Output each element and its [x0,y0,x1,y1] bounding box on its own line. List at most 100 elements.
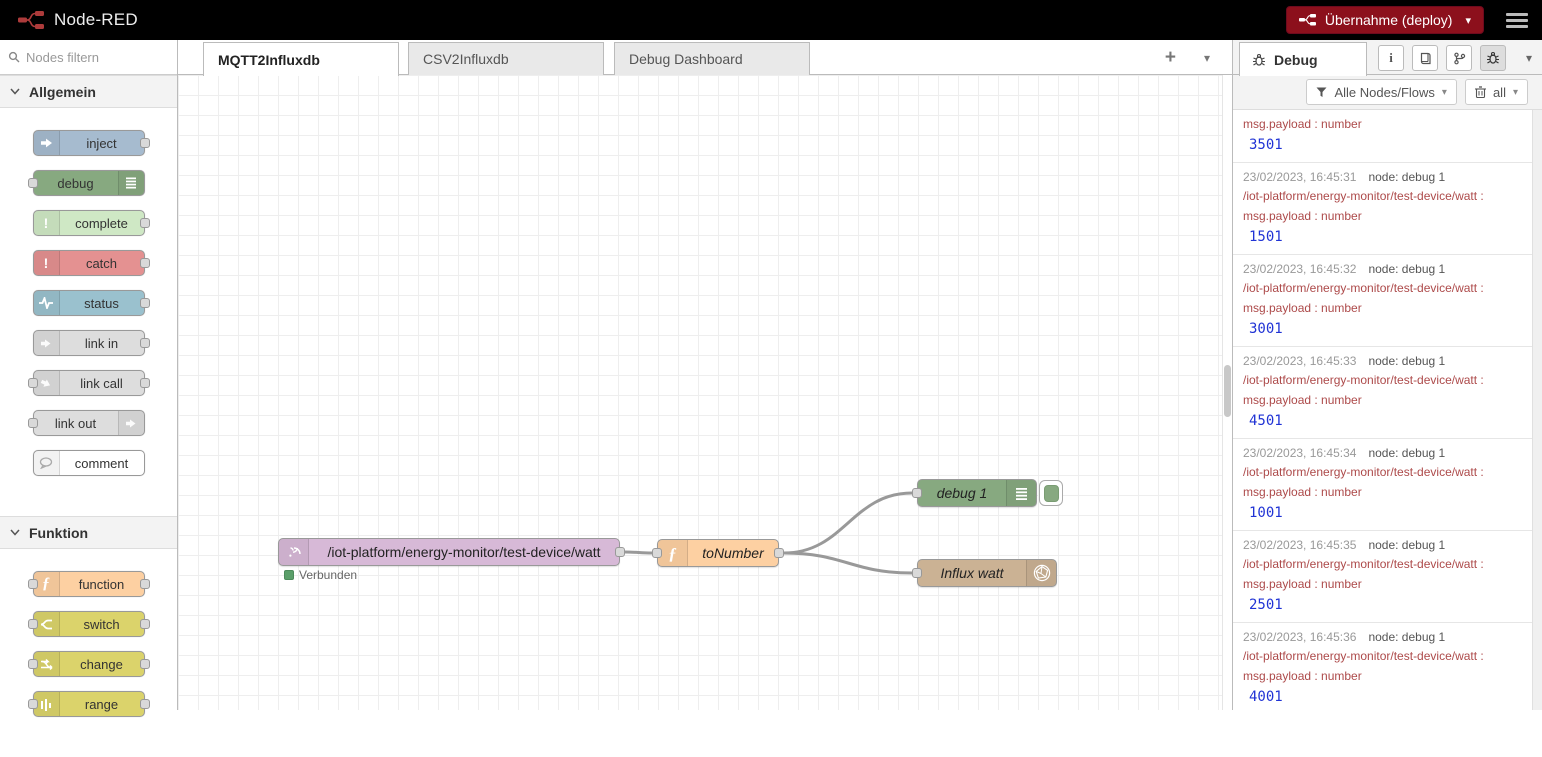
sidebar-menu-caret-icon[interactable]: ▾ [1525,51,1532,65]
palette-node-change[interactable]: change [27,651,150,677]
palette-search-input[interactable] [26,49,156,65]
node-label: /iot-platform/energy-monitor/test-device… [327,544,601,560]
flow-node-debug1[interactable]: debug 1 [912,479,1037,507]
output-port[interactable] [139,218,150,228]
output-port[interactable] [139,619,150,629]
palette-node-catch[interactable]: ! catch [32,250,150,276]
payload-value[interactable]: 1501 [1249,229,1283,245]
input-port[interactable] [27,659,38,669]
palette-node-complete[interactable]: ! complete [32,210,150,236]
node-label: toNumber [702,545,764,561]
debug-enable-toggle[interactable] [1039,480,1063,506]
link-call-icon [33,371,60,395]
clear-caret-icon: ▾ [1512,86,1518,98]
palette-category-funktion[interactable]: Funktion [0,516,177,549]
inject-icon [33,131,60,155]
input-port[interactable] [27,178,38,188]
payload-value[interactable]: 2501 [1249,597,1283,613]
debug-message[interactable]: msg.payload : number 3501 [1233,110,1533,163]
payload-value[interactable]: 4501 [1249,413,1283,429]
palette-node-range[interactable]: range [27,691,150,717]
output-port[interactable] [139,258,150,268]
palette-category-allgemein[interactable]: Allgemein [0,75,177,108]
deploy-icon [1298,14,1316,26]
input-port[interactable] [27,418,38,428]
debug-filter-button[interactable]: Alle Nodes/Flows ▾ [1306,79,1457,105]
input-port[interactable] [27,579,38,589]
output-port[interactable] [139,699,150,709]
output-port[interactable] [139,338,150,348]
palette-node-status[interactable]: status [32,290,150,316]
filter-caret-icon: ▾ [1441,86,1447,98]
palette-node-debug[interactable]: debug [27,170,145,196]
canvas-scrollbar[interactable] [1222,75,1232,710]
payload-value[interactable]: 3001 [1249,321,1283,337]
payload-value[interactable]: 1001 [1249,505,1283,521]
app-title: Node-RED [54,10,138,29]
source-node: node: debug 1 [1368,538,1446,552]
flow-node-influx-watt[interactable]: Influx watt [912,559,1057,587]
help-sidebar-button[interactable] [1412,45,1438,71]
tab-csv2influxdb[interactable]: CSV2Influxdb [408,42,604,75]
canvas-scrollbar-thumb[interactable] [1224,365,1231,417]
info-sidebar-button[interactable]: i [1378,45,1404,71]
palette-node-link-out[interactable]: link out [27,410,145,436]
status-text: Verbunden [299,568,358,582]
palette-category-label: Allgemein [29,83,96,100]
debug-sidebar-button[interactable] [1480,45,1506,71]
flow-list-caret-icon[interactable]: ▾ [1203,51,1210,65]
payload-value[interactable]: 4001 [1249,689,1283,705]
book-icon [1420,52,1431,64]
input-port[interactable] [27,378,38,388]
tab-debug-dashboard[interactable]: Debug Dashboard [614,42,810,75]
add-flow-icon[interactable]: + [1164,47,1176,68]
flow-node-mqtt-in[interactable]: /iot-platform/energy-monitor/test-device… [278,538,625,566]
main-menu-icon[interactable] [1506,12,1528,28]
msg-topic: /iot-platform/energy-monitor/test-device… [1243,557,1484,571]
input-port[interactable] [27,619,38,629]
flow-canvas[interactable]: /iot-platform/energy-monitor/test-device… [178,75,1222,710]
tab-debug[interactable]: Debug [1239,42,1367,76]
git-branch-icon [1453,52,1465,64]
input-port[interactable] [912,488,922,498]
deploy-caret-icon[interactable]: ▾ [1465,14,1471,27]
debug-message-list[interactable]: msg.payload : number 3501 23/02/2023, 16… [1233,110,1533,710]
input-port[interactable] [912,568,922,578]
palette-node-comment[interactable]: comment [32,450,145,476]
output-port[interactable] [139,138,150,148]
mqtt-broadcast-icon [279,539,309,565]
palette-node-link-in[interactable]: link in [32,330,150,356]
output-port[interactable] [139,378,150,388]
flow-node-tonumber[interactable]: ƒ toNumber [652,539,784,567]
debug-clear-button[interactable]: all ▾ [1464,79,1528,105]
output-port[interactable] [139,579,150,589]
palette-node-switch[interactable]: switch [27,611,150,637]
msg-topic: /iot-platform/energy-monitor/test-device… [1243,465,1484,479]
palette-node-inject[interactable]: inject [32,130,150,156]
output-port[interactable] [139,659,150,669]
projects-sidebar-button[interactable] [1446,45,1472,71]
palette-node-link-call[interactable]: link call [27,370,150,396]
palette-search[interactable] [0,40,177,75]
output-port[interactable] [615,547,625,557]
output-port[interactable] [774,548,784,558]
output-port[interactable] [139,298,150,308]
source-node: node: debug 1 [1368,262,1446,276]
info-icon: i [1389,50,1393,65]
msg-topic: /iot-platform/energy-monitor/test-device… [1243,281,1484,295]
chevron-down-icon [10,529,20,536]
switch-icon [33,612,60,636]
payload-value[interactable]: 3501 [1249,137,1283,153]
input-port[interactable] [652,548,662,558]
tab-mqtt2influxdb[interactable]: MQTT2Influxdb [203,42,399,76]
palette-node-function[interactable]: ƒ function [27,571,150,597]
deploy-button[interactable]: Übernahme (deploy) ▾ [1285,6,1484,34]
input-port[interactable] [27,699,38,709]
sidebar-scrollbar[interactable] [1532,110,1542,710]
